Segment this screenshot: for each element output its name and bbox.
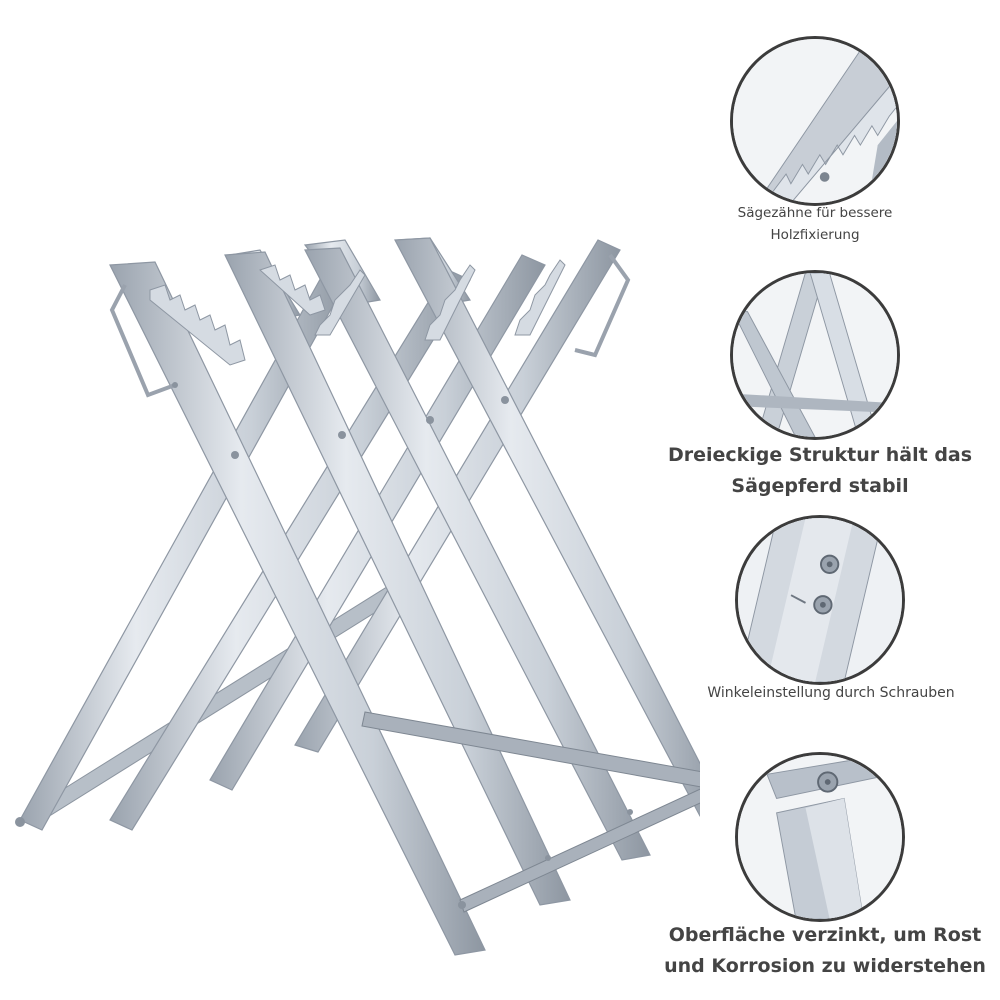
feature-circle-screw-adjustment	[735, 515, 905, 685]
feature-circle-galvanized-surface	[735, 752, 905, 922]
caption-triangle-structure: Dreieckige Struktur hält das Sägepferd s…	[660, 440, 980, 502]
caption-line: Oberfläche verzinkt, um Rost	[668, 924, 982, 946]
screw-adjustment-closeup-icon	[738, 518, 902, 682]
saw-teeth-closeup-icon	[733, 39, 897, 203]
sawhorse-product-image	[15, 237, 700, 956]
caption-galvanized-surface: Oberfläche verzinkt, um Rost und Korrosi…	[655, 920, 995, 982]
caption-saw-teeth: Sägezähne für bessere Holzfixierung	[700, 202, 930, 246]
feature-circle-triangle-structure	[730, 270, 900, 440]
bolts	[15, 382, 633, 909]
caption-line: Sägepferd stabil	[731, 475, 909, 497]
caption-screw-adjustment: Winkeleinstellung durch Schrauben	[668, 682, 994, 704]
caption-line: Winkeleinstellung durch Schrauben	[707, 685, 955, 701]
caption-line: Dreieckige Struktur hält das	[667, 444, 973, 466]
triangle-structure-closeup-icon	[733, 273, 897, 437]
caption-line: und Korrosion zu widerstehen	[664, 955, 986, 977]
galvanized-surface-closeup-icon	[738, 755, 902, 919]
caption-line: Holzfixierung	[770, 227, 860, 243]
carry-handles	[109, 253, 631, 398]
saw-teeth	[149, 259, 566, 366]
feature-circle-saw-teeth	[730, 36, 900, 206]
caption-line: Sägezähne für bessere	[737, 205, 893, 221]
